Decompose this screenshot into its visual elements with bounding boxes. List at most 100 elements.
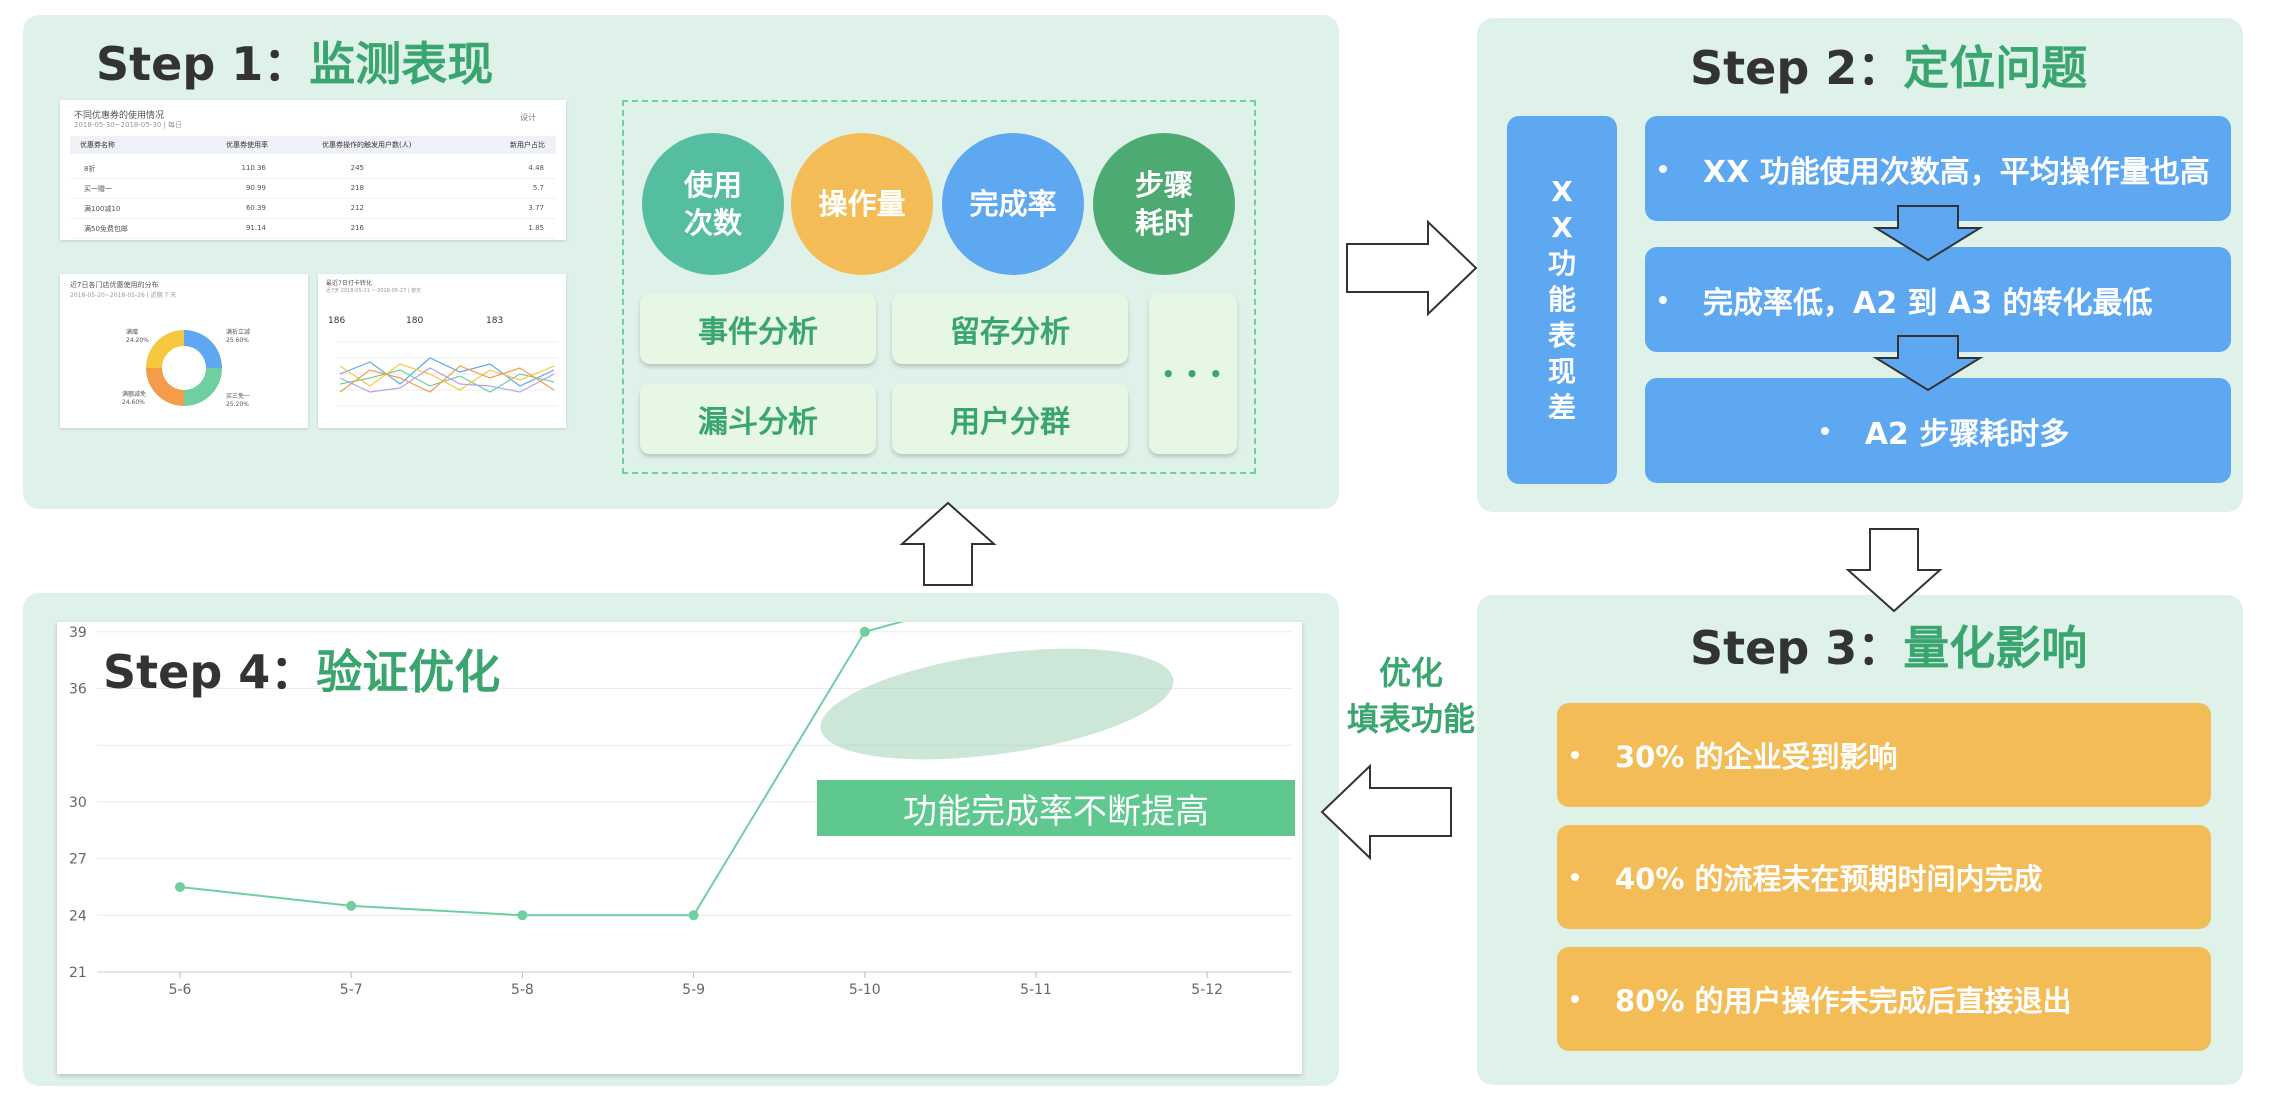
callout-banner: 功能完成率不断提高	[817, 780, 1295, 836]
y-tick-label: 24	[69, 908, 87, 924]
metric-label: 次数	[683, 206, 742, 240]
step1-heading: 监测表现	[309, 37, 494, 91]
metric-label: 步骤	[1134, 168, 1193, 202]
coupon-table-subtitle: 2018-05-30~2018-05-30 | 每日	[74, 121, 183, 129]
kpi-value: 186	[328, 316, 346, 326]
completion-rate-line-chart: 21242730363942455-65-75-85-95-105-115-12	[69, 622, 1292, 998]
x-tick-label: 5-8	[511, 982, 534, 998]
metric-usage-count[interactable]: 使用次数	[642, 133, 784, 275]
bullet-icon	[1571, 873, 1579, 881]
down-arrow-icon	[1845, 528, 1943, 613]
step4-heading: 验证优化	[316, 645, 501, 699]
more-tools-button[interactable]: • • •	[1149, 294, 1237, 454]
table-cell: 5.7	[532, 184, 544, 192]
step2-heading: 定位问题	[1903, 41, 2088, 95]
table-cell: 90.99	[245, 184, 266, 192]
pie-value: 25.20%	[226, 401, 249, 408]
issue-text: 完成率低，A2 到 A3 的转化最低	[1703, 285, 2153, 321]
table-cell: 满50免费包邮	[84, 225, 128, 233]
x-tick-label: 5-9	[682, 982, 705, 998]
down-arrow-icon	[1872, 205, 1984, 262]
metric-label: 耗时	[1134, 206, 1193, 240]
step2-colon: ：	[1857, 41, 1904, 95]
metric-operation-count[interactable]: 操作量	[791, 133, 933, 275]
x-tick-label: 5-11	[1020, 982, 1052, 998]
data-point	[517, 910, 528, 921]
step3-label: Step 3	[1690, 621, 1858, 675]
multiline-chart-card: 最近7日打卡转化 近7天 2018-05-21 ~ 2018-05-27 | 按…	[318, 274, 566, 428]
tool-label: 漏斗分析	[698, 405, 818, 440]
retention-analysis-button[interactable]: 留存分析	[892, 294, 1128, 364]
impact-box-3: 80% 的用户操作未完成后直接退出	[1557, 947, 2211, 1051]
highlight-ellipse	[820, 648, 1174, 760]
y-tick-label: 39	[69, 625, 87, 641]
function-problem-label: XX功能表现差	[1507, 116, 1617, 484]
analysis-tools-box	[622, 100, 1256, 474]
issue-box-2: 完成率低，A2 到 A3 的转化最低	[1645, 247, 2231, 352]
step1-label: Step 1	[96, 37, 264, 91]
step1-colon: ：	[263, 37, 310, 91]
x-tick-label: 5-7	[340, 982, 363, 998]
header-cell: 优惠券使用率	[226, 141, 268, 149]
pie-card-subtitle: 2018-05-20~2018-05-26 | 近期 7 天	[70, 292, 177, 299]
left-arrow-icon	[1320, 763, 1452, 861]
mini-series-line	[339, 369, 555, 393]
optimize-label-line: 优化	[1378, 654, 1443, 692]
event-analysis-button[interactable]: 事件分析	[640, 294, 876, 364]
multi-line-chart	[336, 341, 558, 407]
x-tick-label: 5-10	[849, 982, 881, 998]
impact-box-2: 40% 的流程未在预期时间内完成	[1557, 825, 2211, 929]
right-arrow-icon	[1346, 219, 1478, 317]
step4-title: Step 4：验证优化	[103, 636, 500, 702]
table-cell: 4.48	[528, 164, 544, 172]
down-arrow-icon	[1872, 335, 1984, 392]
callout-text: 功能完成率不断提高	[903, 791, 1209, 832]
data-point	[175, 881, 185, 892]
funnel-analysis-button[interactable]: 漏斗分析	[640, 384, 876, 454]
donut-slice-blue	[184, 330, 222, 368]
issue-text: XX 功能使用次数高，平均操作量也高	[1703, 154, 2210, 190]
pie-value: 24.20%	[126, 337, 149, 344]
bullet-icon	[1659, 295, 1667, 304]
step4-label: Step 4	[103, 645, 271, 699]
mini-series-line	[339, 365, 555, 393]
table-cell: 满100减10	[84, 205, 121, 213]
step4-chart-card: 21242730363942455-65-75-85-95-105-115-12…	[57, 622, 1302, 1074]
metric-completion-rate[interactable]: 完成率	[942, 133, 1084, 275]
pie-label: 满赠	[126, 328, 138, 336]
coupon-table-header: 优惠券名称 优惠券使用率 优惠券操作的触发用户数(人) 新用户占比	[70, 136, 556, 154]
step3-title: Step 3：量化影响	[1690, 612, 2087, 678]
mini-series-line	[339, 367, 555, 393]
user-segment-button[interactable]: 用户分群	[892, 384, 1128, 454]
table-cell: 216	[350, 224, 364, 232]
mini-series-line	[339, 363, 555, 391]
y-tick-label: 36	[69, 682, 87, 698]
optimize-label-line: 填表功能	[1346, 700, 1475, 738]
table-row: 买一赠一 90.99 218 5.7	[70, 180, 556, 199]
y-tick-label: 30	[69, 795, 87, 811]
tool-label: 事件分析	[698, 315, 818, 350]
tool-label: 用户分群	[950, 405, 1070, 440]
table-cell: 买一赠一	[84, 185, 112, 193]
x-tick-label: 5-12	[1191, 982, 1223, 998]
step2-title: Step 2：定位问题	[1690, 32, 2087, 98]
step4-colon: ：	[270, 645, 317, 699]
header-cell: 优惠券操作的触发用户数(人)	[322, 141, 412, 149]
step1-title: Step 1：监测表现	[96, 28, 493, 94]
donut-slice-yellow	[146, 330, 184, 368]
impact-text: 80% 的用户操作未完成后直接退出	[1615, 984, 2072, 1018]
pie-value: 24.60%	[122, 399, 145, 406]
bullet-icon	[1571, 995, 1579, 1003]
table-cell: 212	[350, 204, 364, 212]
bullet-icon	[1571, 751, 1579, 759]
donut-slice-green	[184, 368, 222, 406]
coupon-table-action[interactable]: 设计	[520, 113, 536, 122]
metric-label: 操作量	[818, 187, 906, 221]
metric-step-duration[interactable]: 步骤耗时	[1093, 133, 1235, 275]
pie-value: 25.60%	[226, 337, 249, 344]
coupon-table-title: 不同优惠券的使用情况	[74, 111, 165, 121]
table-cell: 218	[350, 184, 364, 192]
